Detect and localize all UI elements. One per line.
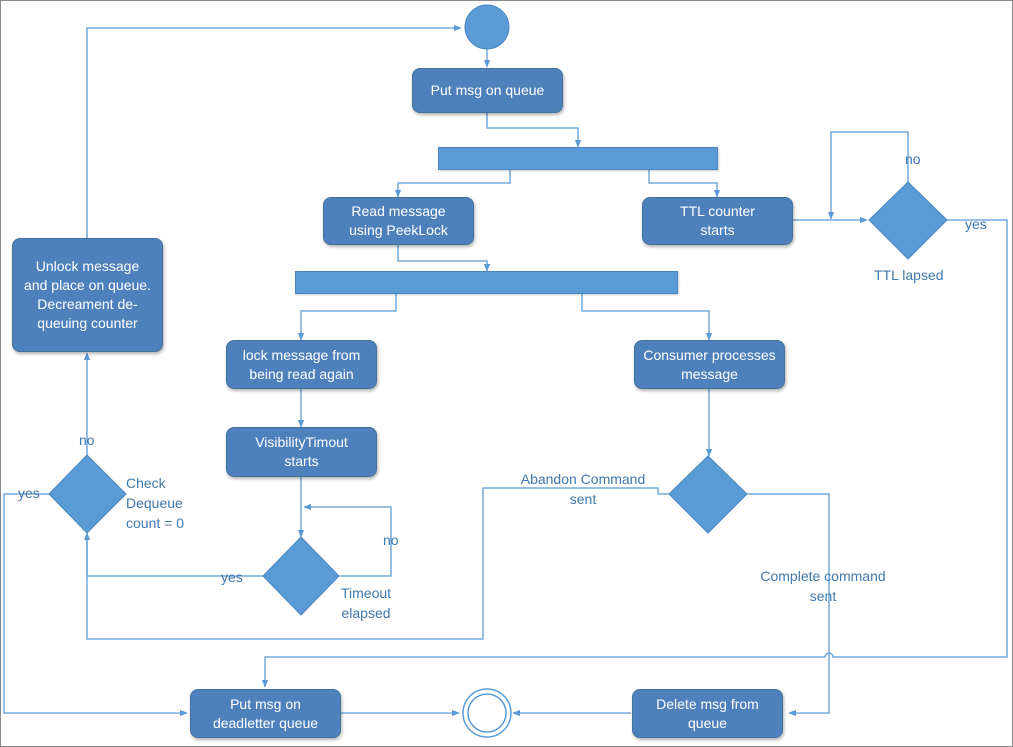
- fork-bar-middle: [295, 271, 678, 294]
- ttl-yes-label: yes: [965, 216, 987, 232]
- unlock-message-node: Unlock message and place on queue. Decre…: [12, 238, 163, 352]
- dequeue-no-label: no: [79, 432, 95, 448]
- connector-unlock-to-start: [86, 24, 462, 238]
- connector-ttl-no-loop: [827, 131, 909, 220]
- connector-read-to-fork2: [397, 245, 491, 272]
- ttl-no-label: no: [905, 151, 921, 167]
- read-message-node: Read message using PeekLock: [323, 197, 474, 245]
- dequeue-decision: [48, 454, 127, 534]
- ttl-lapsed-label: TTL lapsed: [874, 267, 944, 283]
- connector-fork2-to-consumer: [581, 294, 713, 341]
- timeout-yes-label: yes: [221, 569, 243, 585]
- ttl-counter-node: TTL counter starts: [642, 197, 793, 245]
- ttl-decision: [868, 181, 948, 260]
- end-node: [462, 688, 512, 738]
- start-node: [464, 4, 510, 50]
- put-deadletter-node: Put msg on deadletter queue: [190, 689, 341, 738]
- fork-bar-top: [438, 147, 718, 170]
- delete-msg-node: Delete msg from queue: [632, 689, 783, 738]
- connector-fork2-to-lock: [297, 294, 397, 341]
- put-msg-on-queue-node: Put msg on queue: [412, 68, 563, 113]
- connector-ttl-yes: [261, 219, 1008, 688]
- dequeue-yes-label: yes: [18, 485, 40, 501]
- consumer-processes-node: Consumer processes message: [634, 340, 785, 389]
- connector-dequeue-yes: [3, 493, 188, 717]
- connector-complete: [747, 493, 830, 717]
- command-decision: [668, 455, 748, 534]
- connector-timeout-no-loop: [303, 503, 392, 577]
- visibility-timeout-node: VisibilityTimout starts: [226, 427, 377, 477]
- timeout-decision: [262, 536, 340, 616]
- timeout-no-label: no: [383, 532, 399, 548]
- abandon-command-label: Abandon Command sent: [520, 471, 646, 507]
- connector-put-to-fork1: [486, 113, 582, 148]
- timeout-elapsed-label: Timeout elapsed: [341, 585, 392, 621]
- complete-command-label: Complete command sent: [760, 568, 886, 604]
- check-dequeue-label: Check Dequeue count = 0: [126, 475, 184, 531]
- connector-fork1-to-read: [394, 170, 511, 198]
- connector-abandon: [86, 487, 669, 640]
- connector-fork1-to-ttl: [648, 170, 721, 198]
- lock-message-node: lock message from being read again: [226, 340, 377, 389]
